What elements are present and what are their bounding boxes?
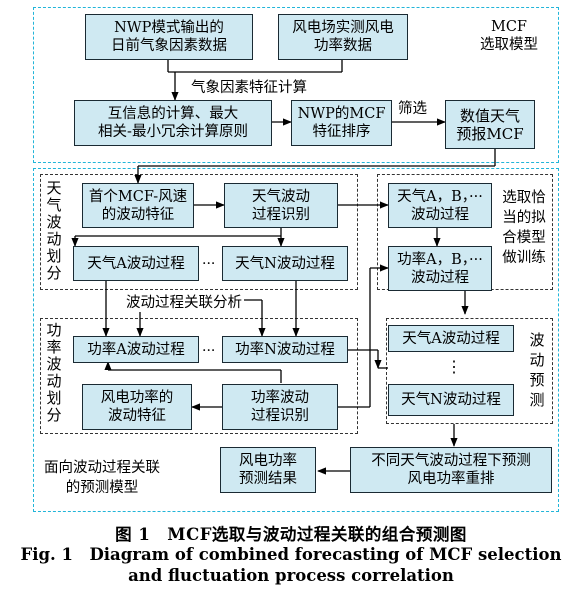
weather-ellipsis: ··· <box>202 256 216 272</box>
prediction-model-region <box>33 168 559 512</box>
power-n-node: 功率N波动过程 <box>222 336 348 363</box>
weather-n-node: 天气N波动过程 <box>222 246 348 281</box>
predict-weather-a-node: 天气A波动过程 <box>388 325 514 352</box>
power-a-node: 功率A波动过程 <box>73 336 199 363</box>
nwp-mcf-node: 数值天气 预报MCF <box>445 100 535 149</box>
weather-division-group <box>40 174 358 290</box>
mcf-region <box>33 7 559 163</box>
figure-caption-en-line2: and fluctuation process correlation <box>128 566 454 585</box>
figure-caption-en-line1: Fig. 1 Diagram of combined forecasting o… <box>20 545 562 564</box>
power-division-label: 功率波动划分 <box>46 321 62 424</box>
power-ellipsis: ··· <box>202 343 216 359</box>
select-power-node: 功率A，B，··· 波动过程 <box>388 246 492 291</box>
weather-division-label: 天气波动划分 <box>46 179 62 282</box>
predict-weather-n-node: 天气N波动过程 <box>388 384 514 416</box>
select-weather-node: 天气A，B，··· 波动过程 <box>388 183 492 228</box>
power-feature-node: 风电功率的 波动特征 <box>82 384 192 430</box>
correlation-analysis-label: 波动过程关联分析 <box>124 294 244 312</box>
wind-power-data-node: 风电场实测风电 功率数据 <box>278 14 408 60</box>
forecast-result-node: 风电功率 预测结果 <box>220 447 316 493</box>
prediction-model-label: 面向波动过程关联 的预测模型 <box>44 460 160 496</box>
power-recognition-node: 功率波动 过程识别 <box>222 384 338 430</box>
filter-label: 筛选 <box>398 101 427 117</box>
mcf-ranking-node: NWP的MCF 特征排序 <box>291 100 392 146</box>
power-reorder-node: 不同天气波动过程下预测 风电功率重排 <box>350 447 552 493</box>
power-division-group <box>40 318 358 434</box>
figure-caption-en: Fig. 1 Diagram of combined forecasting o… <box>0 544 582 586</box>
fluctuation-prediction-label: 波动预测 <box>529 331 545 409</box>
feature-calc-label: 气象因素特征计算 <box>191 80 307 96</box>
weather-recognition-node: 天气波动 过程识别 <box>224 183 338 228</box>
mutual-info-calc-node: 互信息的计算、最大 相关-最小冗余计算原则 <box>74 100 272 146</box>
fluctuation-prediction-group <box>386 318 553 424</box>
model-selection-label: 选取恰当的拟合模型做训练 <box>502 190 546 266</box>
weather-a-node: 天气A波动过程 <box>73 246 199 281</box>
nwp-weather-data-node: NWP模式输出的 日前气象因素数据 <box>85 14 253 60</box>
predict-vertical-ellipsis: ⋮ <box>446 357 462 376</box>
first-mcf-node: 首个MCF-风速 的波动特征 <box>82 183 194 228</box>
figure-caption-cn: 图 1 MCF选取与波动过程关联的组合预测图 <box>115 525 467 544</box>
mcf-model-label: MCF 选取模型 <box>480 19 538 53</box>
